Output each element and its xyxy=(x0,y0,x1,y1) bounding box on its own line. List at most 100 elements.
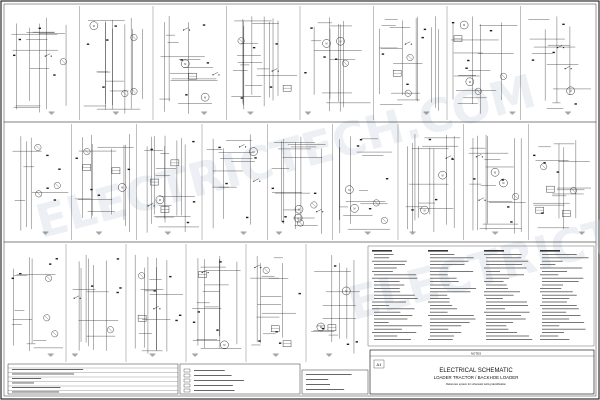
legend-line xyxy=(430,325,462,327)
lamp-icon xyxy=(53,182,61,189)
legend-line xyxy=(540,267,583,269)
legend-line xyxy=(372,277,418,279)
legend-line xyxy=(484,294,514,296)
switch-icon xyxy=(405,41,411,45)
legend-line xyxy=(374,264,405,265)
schematic-section: M xyxy=(192,255,242,357)
lamp-icon-cross xyxy=(131,89,137,94)
connector-pin xyxy=(202,24,206,26)
switch-icon-node xyxy=(556,47,559,49)
legend-line xyxy=(430,260,469,262)
legend-line xyxy=(486,318,526,320)
connector-pin xyxy=(55,258,58,260)
legend-line xyxy=(542,325,560,327)
motor-icon-label: M xyxy=(502,182,504,185)
lamp-icon xyxy=(121,90,129,97)
legend-line xyxy=(486,308,505,310)
lamp-icon xyxy=(372,199,380,207)
connector-pin xyxy=(275,43,278,45)
revision-box xyxy=(7,363,179,395)
schematic-section: MM xyxy=(311,255,361,357)
switch-icon-node xyxy=(238,146,241,148)
legend-line xyxy=(374,315,413,316)
connector-pin xyxy=(574,103,577,105)
legend-line xyxy=(374,288,400,289)
lamp-icon xyxy=(297,219,304,227)
title-block-box xyxy=(369,349,595,395)
connector-pin xyxy=(192,140,195,143)
motor-icon xyxy=(181,59,190,69)
legend-lines xyxy=(372,250,589,340)
lamp-icon-cross xyxy=(382,218,387,223)
drawing-info-box xyxy=(301,369,369,395)
switch-icon-node xyxy=(481,156,483,158)
connector-pin xyxy=(197,311,200,313)
connector-pin xyxy=(38,27,41,29)
lamp-icon xyxy=(406,54,414,61)
motor-icon xyxy=(220,340,229,350)
legend-line xyxy=(486,264,523,265)
connector-pin xyxy=(185,94,188,96)
legend-line xyxy=(374,298,418,299)
lamp-icon xyxy=(380,217,388,224)
switch-icon xyxy=(478,197,485,201)
schematic-section xyxy=(134,254,183,357)
legend-line xyxy=(430,291,471,293)
legend-line xyxy=(374,311,401,313)
switch-icon-node xyxy=(260,266,262,269)
legend-line xyxy=(372,271,393,272)
switch-icon xyxy=(239,144,245,148)
motor-icon xyxy=(316,322,326,332)
legend-heading xyxy=(428,250,448,252)
motor-icon xyxy=(155,195,165,204)
legend-line xyxy=(486,301,527,303)
connector-pin xyxy=(304,72,307,74)
connector-pin xyxy=(127,168,131,171)
legend-line xyxy=(486,328,509,330)
legend-line xyxy=(486,315,522,316)
motor-icon-label: M xyxy=(184,63,186,66)
legend-line xyxy=(542,281,579,282)
motor-icon-label: M xyxy=(320,326,322,329)
motor-icon xyxy=(89,21,99,30)
motor-icon xyxy=(294,205,304,214)
legend-line xyxy=(540,291,573,293)
connector-pin xyxy=(271,187,275,190)
lamp-icon-cross xyxy=(541,164,547,169)
revision-text xyxy=(12,378,42,379)
lamp-icon xyxy=(43,314,51,322)
legend-line xyxy=(430,288,476,289)
connector-pin xyxy=(368,208,372,210)
connector-pin xyxy=(116,258,120,260)
connector-pin xyxy=(150,148,153,151)
symbol-key xyxy=(183,388,191,393)
legend-line xyxy=(486,260,529,262)
motor-icon xyxy=(249,147,258,156)
connector-pin xyxy=(186,221,190,224)
motor-icon xyxy=(350,204,359,213)
legend-line xyxy=(372,305,390,306)
connector-pin xyxy=(381,53,385,55)
switch-icon-node xyxy=(253,180,255,182)
symbol-key xyxy=(183,378,191,383)
connector-pin xyxy=(531,59,535,61)
legend-line xyxy=(372,260,407,262)
schematic-section: MM xyxy=(159,16,220,115)
legend-line xyxy=(484,291,521,293)
symbol-key-text xyxy=(194,370,225,371)
switch-icon-node xyxy=(50,55,52,57)
switch-icon-node xyxy=(153,205,155,207)
legend-line xyxy=(430,271,474,272)
legend-line xyxy=(486,325,507,327)
legend-line xyxy=(484,311,530,313)
lamp-icon xyxy=(474,87,482,95)
connector-pin xyxy=(281,220,285,223)
lamp-icon-cross xyxy=(311,202,317,208)
connector-pin xyxy=(434,198,438,201)
title-line-1: ELECTRICAL SCHEMATIC xyxy=(439,368,513,374)
legend-line xyxy=(486,274,524,276)
lamp-icon xyxy=(570,187,577,195)
connector-pin xyxy=(451,158,454,160)
switch-icon-node xyxy=(316,211,318,213)
